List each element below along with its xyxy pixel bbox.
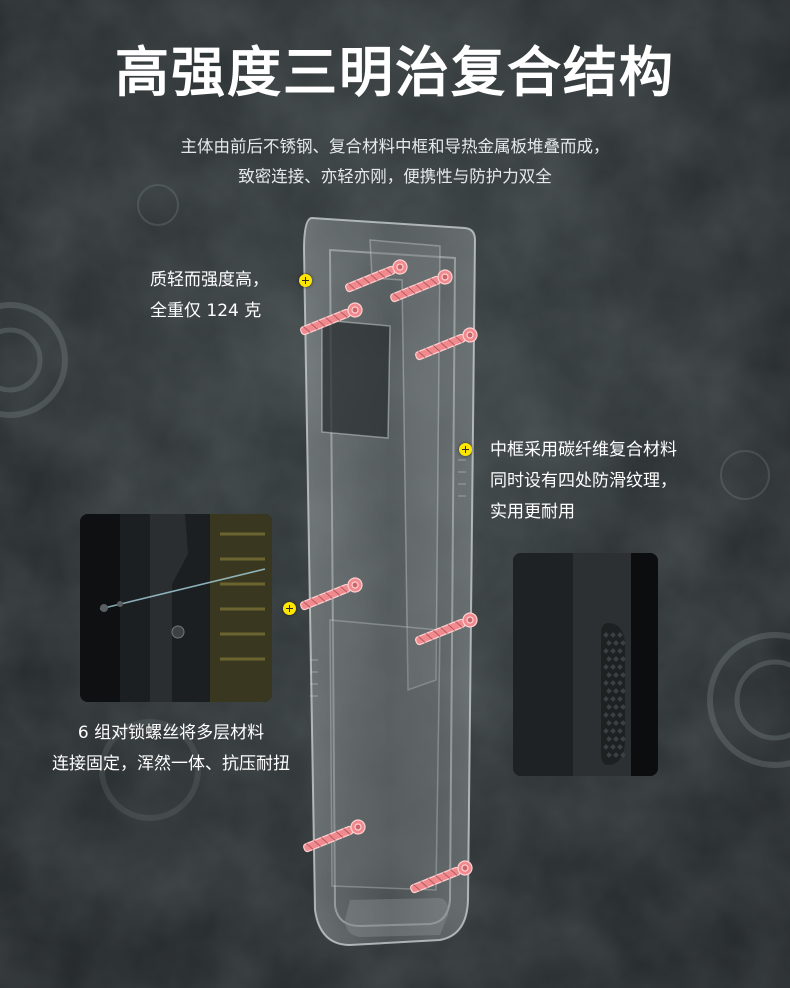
grip-texture-mark <box>610 632 616 638</box>
grip-texture-mark <box>613 656 619 662</box>
grip-texture-mark <box>606 736 612 742</box>
grip-texture-mark <box>610 744 616 750</box>
grip-texture-mark <box>620 704 626 710</box>
grip-texture-mark <box>617 664 623 670</box>
grip-texture-mark <box>617 712 623 718</box>
grip-texture-mark <box>617 744 623 750</box>
grip-texture-mark <box>613 640 619 646</box>
grip-texture-mark <box>606 704 612 710</box>
screw-closeup-drawing <box>80 514 272 702</box>
grip-texture-mark <box>603 664 609 670</box>
screw-closeup-image <box>80 514 272 702</box>
annotation-screws: 6 组对锁螺丝将多层材料 连接固定，浑然一体、抗压耐扭 <box>52 723 290 774</box>
grip-texture-mark <box>620 720 626 726</box>
grip-texture-mark <box>613 704 619 710</box>
screw-icon <box>390 269 453 303</box>
grip-texture-mark <box>620 736 626 742</box>
grip-texture-mark <box>610 664 616 670</box>
screw-icon <box>300 302 363 336</box>
grip-texture-mark <box>603 696 609 702</box>
screw-icon <box>300 577 363 611</box>
grip-texture-mark <box>613 672 619 678</box>
grip-texture-mark <box>606 752 612 758</box>
grip-texture-mark <box>613 720 619 726</box>
grip-texture-mark <box>617 648 623 654</box>
grip-texture-mark <box>606 672 612 678</box>
grip-texture-mark <box>620 752 626 758</box>
screw-icon <box>410 860 473 894</box>
grip-texture-mark <box>606 656 612 662</box>
grip-texture-mark <box>603 728 609 734</box>
grip-texture-drawing <box>513 553 658 776</box>
page-title: 高强度三明治复合结构 <box>115 41 675 104</box>
grip-texture-mark <box>620 688 626 694</box>
grip-texture-mark <box>603 648 609 654</box>
screw-icon <box>345 259 408 293</box>
grip-texture-mark <box>606 640 612 646</box>
grip-texture-mark <box>603 632 609 638</box>
grip-texture-mark <box>610 648 616 654</box>
grip-texture-mark <box>610 728 616 734</box>
screw-icon <box>415 612 478 646</box>
grip-texture-mark <box>610 712 616 718</box>
page-subtitle: 主体由前后不锈钢、复合材料中框和导热金属板堆叠而成， 致密连接、亦轻亦刚，便携性… <box>0 132 790 192</box>
subtitle-line-2: 致密连接、亦轻亦刚，便携性与防护力双全 <box>238 167 552 186</box>
plus-dot-icon <box>459 443 472 456</box>
grip-texture-mark <box>617 728 623 734</box>
grip-texture-mark <box>613 736 619 742</box>
grip-texture-mark <box>620 640 626 646</box>
grip-texture-mark <box>613 688 619 694</box>
annotation-frame: 中框采用碳纤维复合材料 同时设有四处防滑纹理， 实用更耐用 <box>490 440 677 522</box>
grip-texture-mark <box>603 680 609 686</box>
grip-texture-mark <box>617 696 623 702</box>
grip-texture-mark <box>603 712 609 718</box>
grip-texture-mark <box>610 680 616 686</box>
grip-texture-mark <box>606 720 612 726</box>
grip-texture-mark <box>617 632 623 638</box>
screw-icon <box>415 327 478 361</box>
grip-texture-mark <box>617 680 623 686</box>
annotation-weight: 质轻而强度高， 全重仅 124 克 <box>150 270 269 321</box>
subtitle-line-1: 主体由前后不锈钢、复合材料中框和导热金属板堆叠而成， <box>180 137 610 156</box>
grip-texture-mark <box>603 744 609 750</box>
grip-texture-mark <box>606 688 612 694</box>
plus-dot-icon <box>283 602 296 615</box>
plus-dot-icon <box>299 274 312 287</box>
grip-texture-mark <box>613 752 619 758</box>
grip-texture-closeup-image <box>513 553 658 776</box>
screw-icon <box>303 819 366 853</box>
grip-texture-mark <box>620 672 626 678</box>
grip-texture-mark <box>610 696 616 702</box>
grip-texture-mark <box>620 656 626 662</box>
